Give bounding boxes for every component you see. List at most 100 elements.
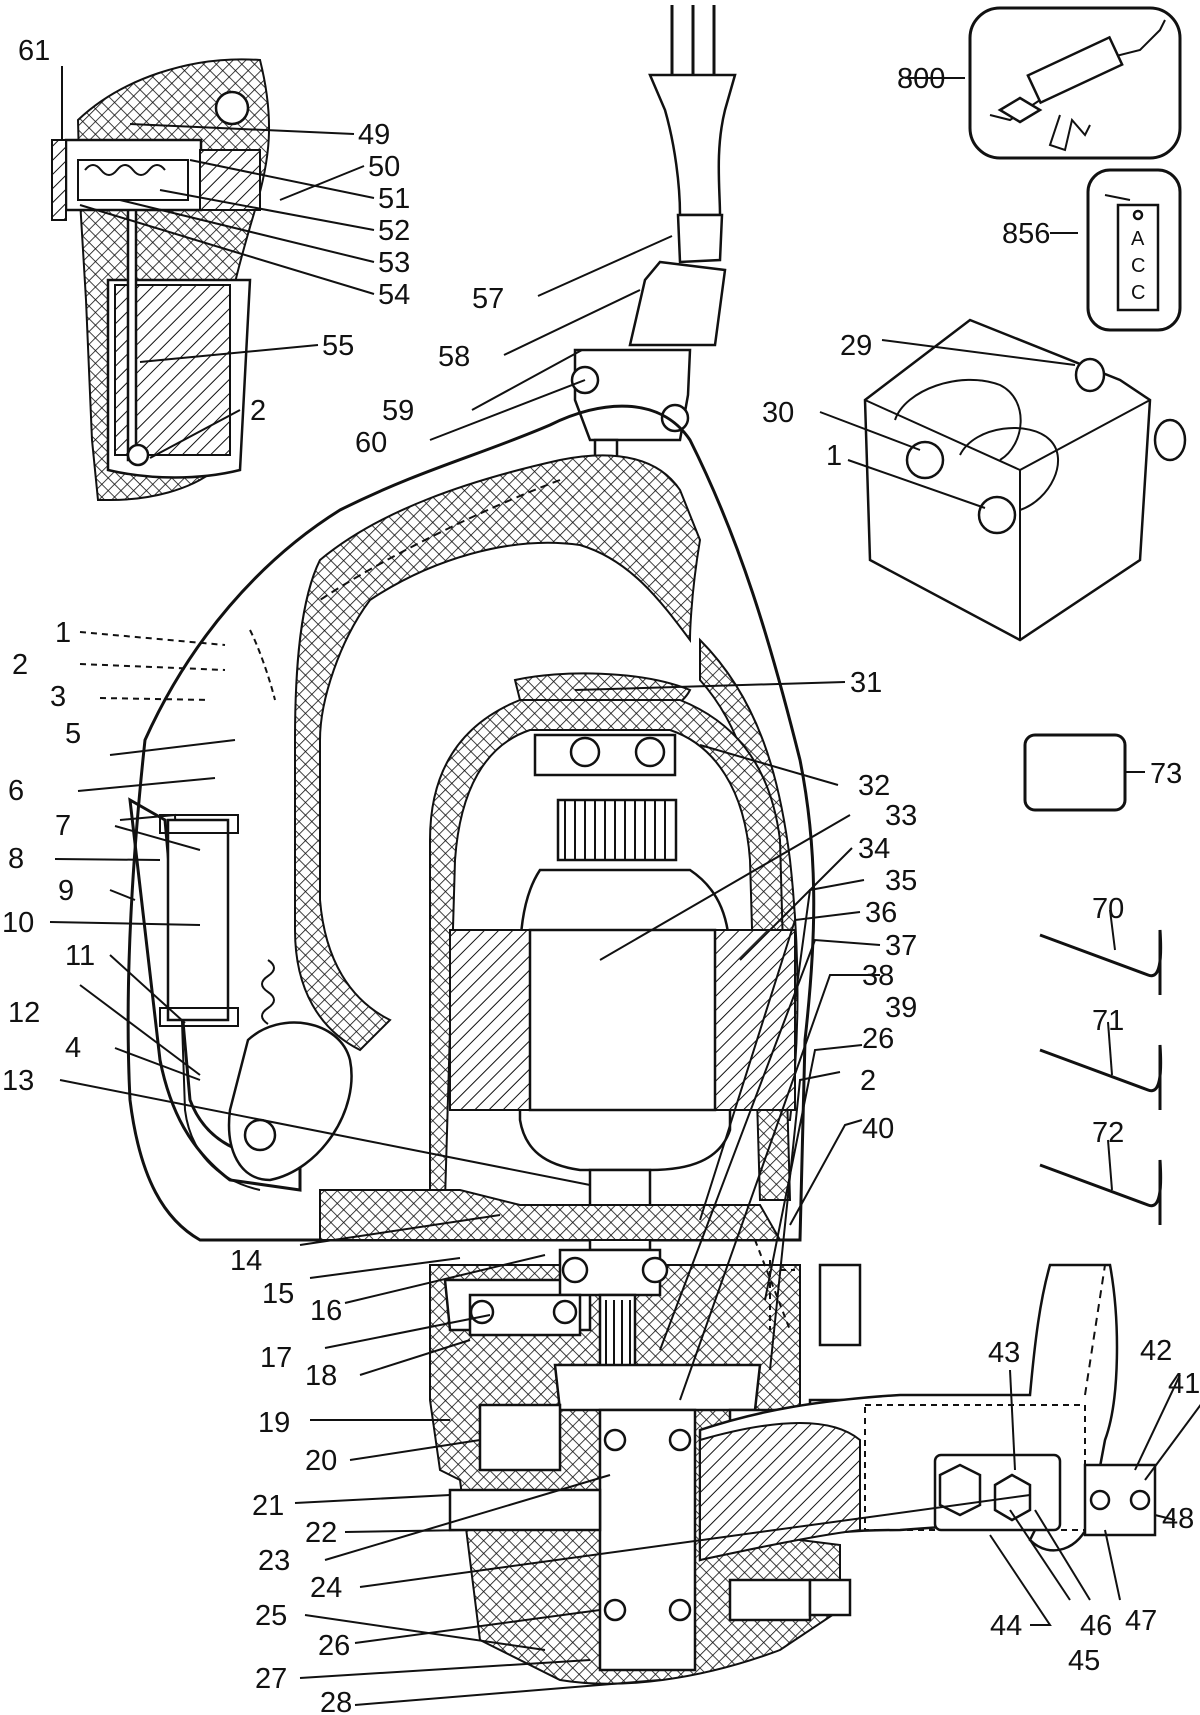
callout-1-base: 1 [826,440,842,472]
callout-38: 38 [862,960,894,992]
brush-rod [126,198,138,462]
callout-46: 46 [1080,1610,1112,1642]
callout-72: 72 [1092,1117,1124,1149]
callout-23: 23 [258,1545,290,1577]
callout-20: 20 [305,1445,337,1477]
gear-shaft-22 [448,1488,602,1532]
callout-70: 70 [1092,893,1124,925]
callout-44: 44 [990,1610,1022,1642]
base-screw-1 [977,495,1017,535]
callout-49: 49 [358,119,390,151]
motor-assembly [319,699,796,1252]
callout-24: 24 [310,1572,342,1604]
callout-52: 52 [378,215,410,247]
callout-1-housing: 1 [55,617,71,649]
callout-6: 6 [8,775,24,807]
callout-37: 37 [885,930,917,962]
cord-strain-relief [628,260,727,347]
callout-28: 28 [320,1687,352,1715]
base-screw-30 [905,440,945,480]
switch-body [166,818,230,1022]
callout-31: 31 [850,667,882,699]
clamp-screw-2 [660,403,690,433]
callout-29: 29 [840,330,872,362]
callout-22: 22 [305,1517,337,1549]
brush-holder-inset [51,58,271,501]
callout-17: 17 [260,1342,292,1374]
jaw-assembly [698,1263,1157,1562]
tag-card [1116,203,1160,312]
brush-cap-housing [64,138,203,212]
callout-41: 41 [1168,1368,1200,1400]
callout-47: 47 [1125,1605,1157,1637]
callout-16: 16 [310,1295,342,1327]
callout-2-housing: 2 [12,649,28,681]
commutator [556,798,678,862]
callout-labels: 61 49 50 51 52 53 54 55 2 57 58 59 60 80… [2,35,1200,1715]
callout-856: 856 [1002,218,1050,250]
callout-2-upper: 2 [860,1065,876,1097]
part-73-box [1023,733,1127,812]
callout-45: 45 [1068,1645,1100,1677]
callout-61: 61 [18,35,50,67]
callout-53: 53 [378,247,410,279]
callout-42: 42 [1140,1335,1172,1367]
callout-26-upper: 26 [862,1023,894,1055]
callout-21: 21 [252,1490,284,1522]
bushing-20 [478,1403,562,1472]
callout-30: 30 [762,397,794,429]
callout-3: 3 [50,681,66,713]
callout-59: 59 [382,395,414,427]
callout-71: 71 [1092,1005,1124,1037]
callout-60: 60 [355,427,387,459]
callout-9: 9 [58,875,74,907]
hex-key-72 [1039,1159,1163,1225]
callout-26-lower: 26 [318,1630,350,1662]
tag-letter-a: A [1131,228,1145,250]
callout-39: 39 [885,992,917,1024]
callout-36: 36 [865,897,897,929]
callout-10: 10 [2,907,34,939]
callout-55: 55 [322,330,354,362]
callout-58: 58 [438,341,470,373]
callout-57: 57 [472,283,504,315]
callout-800: 800 [897,63,945,95]
hex-key-70 [1039,929,1163,995]
callout-7: 7 [55,810,71,842]
callout-43: 43 [988,1337,1020,1369]
callout-32: 32 [858,770,890,802]
callout-50: 50 [368,151,400,183]
callout-25: 25 [255,1600,287,1632]
callout-19: 19 [258,1407,290,1439]
callout-51: 51 [378,183,410,215]
cap-61 [51,139,67,221]
callout-11: 11 [65,940,95,972]
field-left [449,929,531,1111]
plug [648,73,737,217]
callout-34: 34 [858,833,890,865]
callout-12: 12 [8,997,40,1029]
callout-8: 8 [8,843,24,875]
callout-27: 27 [255,1663,287,1695]
callout-33: 33 [885,800,917,832]
tag-letter-c2: C [1131,282,1145,304]
accessory-800-box [968,6,1182,160]
callout-54: 54 [378,279,410,311]
cord-section [676,213,724,264]
callout-13: 13 [2,1065,34,1097]
spindle [598,1408,697,1672]
callout-15: 15 [262,1278,294,1310]
power-cord [570,5,737,508]
knob-29 [1074,357,1106,393]
tag-letter-c1: C [1131,255,1145,277]
hex-key-71 [1039,1044,1163,1110]
trigger [227,1021,353,1182]
callout-73: 73 [1150,758,1182,790]
callout-18: 18 [305,1360,337,1392]
tag-letters: A C C [1131,228,1145,304]
callout-40: 40 [862,1113,894,1145]
callout-35: 35 [885,865,917,897]
knob-right [1153,418,1187,462]
trigger-spring [261,959,275,1025]
